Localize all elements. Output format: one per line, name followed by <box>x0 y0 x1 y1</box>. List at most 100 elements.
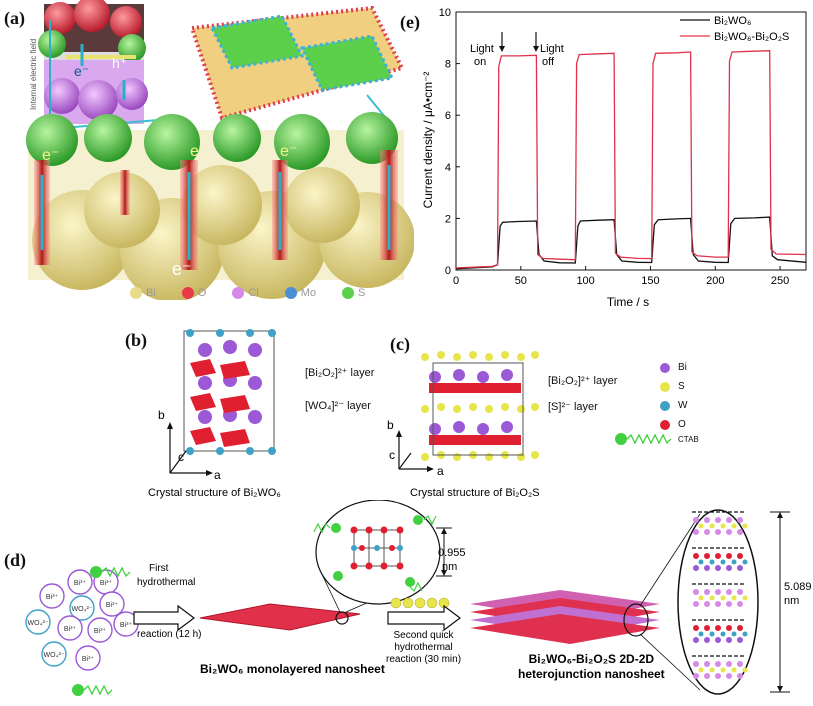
legend-item-mo: Mo <box>284 287 316 299</box>
step1-line3: reaction (12 h) <box>137 629 202 640</box>
axis-b-label: b <box>387 418 394 432</box>
step2-line3: reaction (30 min) <box>386 654 462 665</box>
x-tick-label: 250 <box>771 275 789 287</box>
ctab-icon <box>615 433 672 445</box>
panel-b-figure: b c a <box>150 325 290 485</box>
inset-band-diagram: e⁻ h⁺ <box>38 0 148 124</box>
legend-label-series-0: Bi₂WO₆ <box>714 15 751 27</box>
panel-b-layer2-label: [WO₄]²⁻ layer <box>305 400 371 412</box>
x-axis-label: Time / s <box>607 295 649 309</box>
bi-ion: Bi³⁺ <box>87 617 113 643</box>
heterojunction-stack <box>470 590 660 644</box>
wo4-ion: WO₄²⁻ <box>41 641 67 667</box>
svg-text:e⁻: e⁻ <box>172 259 192 279</box>
thickness-2: 5.089 nm <box>784 580 812 608</box>
light-on-arrowhead <box>499 46 505 52</box>
legend-item-cl: Cl <box>232 287 259 299</box>
wo4-ion: WO₄²⁻ <box>69 595 95 621</box>
panel-d-figure: Bi³⁺ Bi³⁺ Bi³⁺ WO₄²⁻ Bi³⁺ WO₄²⁻ Bi³⁺ Bi³⁺ Bi³⁺ WO… <box>0 499 813 701</box>
legend-item-s: S <box>342 287 365 299</box>
step1-line1: First <box>149 563 169 574</box>
x-tick-label: 200 <box>706 275 724 287</box>
legend-item-bi: Bi <box>130 287 156 299</box>
svg-text:h⁺: h⁺ <box>112 55 127 71</box>
bi-ion: Bi³⁺ <box>75 645 101 671</box>
panel-c-legend: Bi S W O <box>660 358 740 434</box>
panel-d-label: (d) <box>4 550 26 570</box>
bi-ion: Bi³⁺ <box>99 591 125 617</box>
thickness-2-value: 5.089 <box>784 581 812 593</box>
heterojunction-line2: heterojunction nanosheet <box>518 667 665 681</box>
ion-label: Bi³⁺ <box>94 628 107 635</box>
panel-c-layer1-label: [Bi₂O₂]²⁺ layer <box>548 375 618 387</box>
legend-item-o: O <box>181 287 206 299</box>
step1-line2: hydrothermal <box>137 577 196 588</box>
ion-label: Bi³⁺ <box>106 602 119 609</box>
zoom-lattice-1 <box>313 514 437 593</box>
legend-item-bi: Bi <box>660 358 740 377</box>
interface-view: e⁻ e⁻ e⁻ e⁻ <box>26 112 415 302</box>
panel-b-label: (b) <box>125 330 147 350</box>
chart-legend: Bi₂WO₆ Bi₂WO₆-Bi₂O₂S <box>680 15 789 43</box>
plot-frame <box>455 11 807 271</box>
bi-ion: Bi³⁺ <box>39 583 65 609</box>
panel-b-caption: Crystal structure of Bi₂WO₆ <box>148 487 281 499</box>
zoom-lattice-2 <box>692 511 748 679</box>
ion-label: Bi³⁺ <box>82 656 95 663</box>
y-tick-label: 10 <box>439 7 451 19</box>
wo4-ion: WO₄²⁻ <box>25 609 51 635</box>
light-off-label-2: off <box>542 56 555 68</box>
step2-line2: hydrothermal <box>394 642 453 653</box>
y-tick-label: 0 <box>445 265 451 277</box>
axis-a-label: a <box>214 468 221 482</box>
panel-c-figure: b c a <box>385 345 545 480</box>
svg-text:e⁻: e⁻ <box>74 63 89 79</box>
ion-label: Bi³⁺ <box>74 580 87 587</box>
o-atom-icon <box>660 419 670 430</box>
series-line-0 <box>455 216 807 270</box>
light-on-label-2: on <box>474 56 486 68</box>
panel-c-label: (c) <box>390 334 410 354</box>
svg-text:e⁻: e⁻ <box>42 147 59 164</box>
thickness-1-unit: nm <box>442 561 458 573</box>
bi2o2s-lattice <box>421 351 539 461</box>
x-tick-label: 0 <box>453 275 459 287</box>
svg-text:e⁻: e⁻ <box>280 143 297 160</box>
s-atom-icon <box>660 381 670 392</box>
y-tick-label: 6 <box>445 110 451 122</box>
svg-text:e⁻: e⁻ <box>190 143 207 160</box>
step1-label: First hydrothermal <box>137 562 195 590</box>
bi-atom-icon <box>660 362 670 373</box>
thickness-2-unit: nm <box>784 595 800 607</box>
s-atom-icon <box>342 287 355 299</box>
axis-b-label: b <box>158 408 165 422</box>
step2-line1: Second quick <box>393 630 454 641</box>
y-tick-label: 2 <box>445 213 451 225</box>
monolayer-label: Bi₂WO₆ monolayered nanosheet <box>200 662 385 676</box>
axis-c-label: c <box>178 450 184 464</box>
step2-arrow <box>387 604 461 632</box>
ion-label: Bi³⁺ <box>100 580 113 587</box>
step1-arrow <box>133 604 195 632</box>
ion-label: WO₄²⁻ <box>28 620 49 627</box>
bi-ion: Bi³⁺ <box>67 569 93 595</box>
bi-atom-icon <box>130 287 142 299</box>
thickness-1: 0.955 nm <box>438 546 466 574</box>
ion-cluster: Bi³⁺ Bi³⁺ Bi³⁺ WO₄²⁻ Bi³⁺ WO₄²⁻ Bi³⁺ Bi³⁺ Bi³⁺ WO… <box>25 569 139 671</box>
legend-item-w: W <box>660 396 740 415</box>
legend-item-s: S <box>660 377 740 396</box>
panel-b-layer1-label: [Bi₂O₂]²⁺ layer <box>305 367 375 379</box>
chart-series <box>455 50 807 270</box>
legend-item-o: O <box>660 415 740 434</box>
y-axis-label: Current density / μA•cm⁻² <box>421 72 435 209</box>
y-tick-label: 4 <box>445 162 451 174</box>
step2-label: Second quick hydrothermal reaction (30 m… <box>386 630 461 666</box>
bi-ion: Bi³⁺ <box>113 611 139 637</box>
panel-c-layer2-label: [S]²⁻ layer <box>548 401 598 413</box>
ion-label: WO₄²⁻ <box>72 606 93 613</box>
x-tick-label: 50 <box>515 275 527 287</box>
ion-label: Bi³⁺ <box>46 594 59 601</box>
legend-item-ctab: CTAB <box>614 432 699 446</box>
